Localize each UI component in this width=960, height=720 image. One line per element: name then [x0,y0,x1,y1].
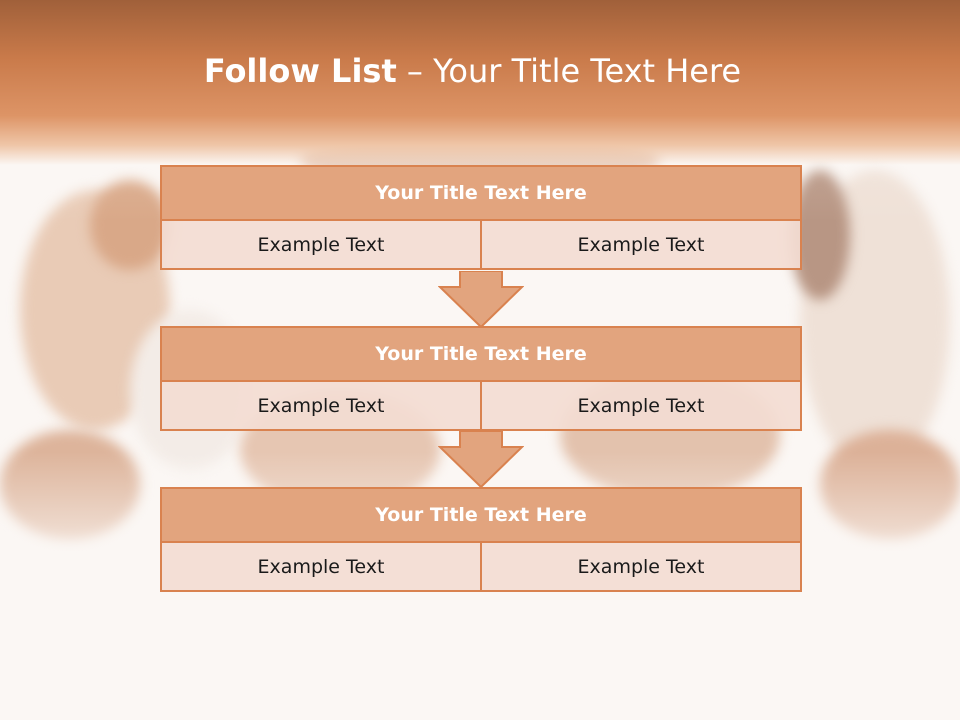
step-2-left-text: Example Text [160,382,482,431]
down-arrow-icon-1 [438,271,524,329]
slide-title-bold: Follow List [203,52,397,90]
step-title-1: Your Title Text Here [160,165,802,221]
slide-title: Follow List – Your Title Text Here [0,52,945,90]
step-title-3: Your Title Text Here [160,487,802,543]
step-1-left-text: Example Text [160,221,482,270]
step-block-1: Your Title Text Here Example Text Exampl… [160,165,802,270]
step-3-left-text: Example Text [160,543,482,592]
step-3-right-text: Example Text [482,543,802,592]
header-band [0,0,960,165]
step-row-2: Example Text Example Text [160,382,802,431]
step-block-2: Your Title Text Here Example Text Exampl… [160,326,802,431]
down-arrow-icon-2 [438,431,524,489]
step-block-3: Your Title Text Here Example Text Exampl… [160,487,802,592]
step-title-2: Your Title Text Here [160,326,802,382]
step-1-right-text: Example Text [482,221,802,270]
slide-title-rest: – Your Title Text Here [396,52,742,90]
step-row-3: Example Text Example Text [160,543,802,592]
step-row-1: Example Text Example Text [160,221,802,270]
step-2-right-text: Example Text [482,382,802,431]
